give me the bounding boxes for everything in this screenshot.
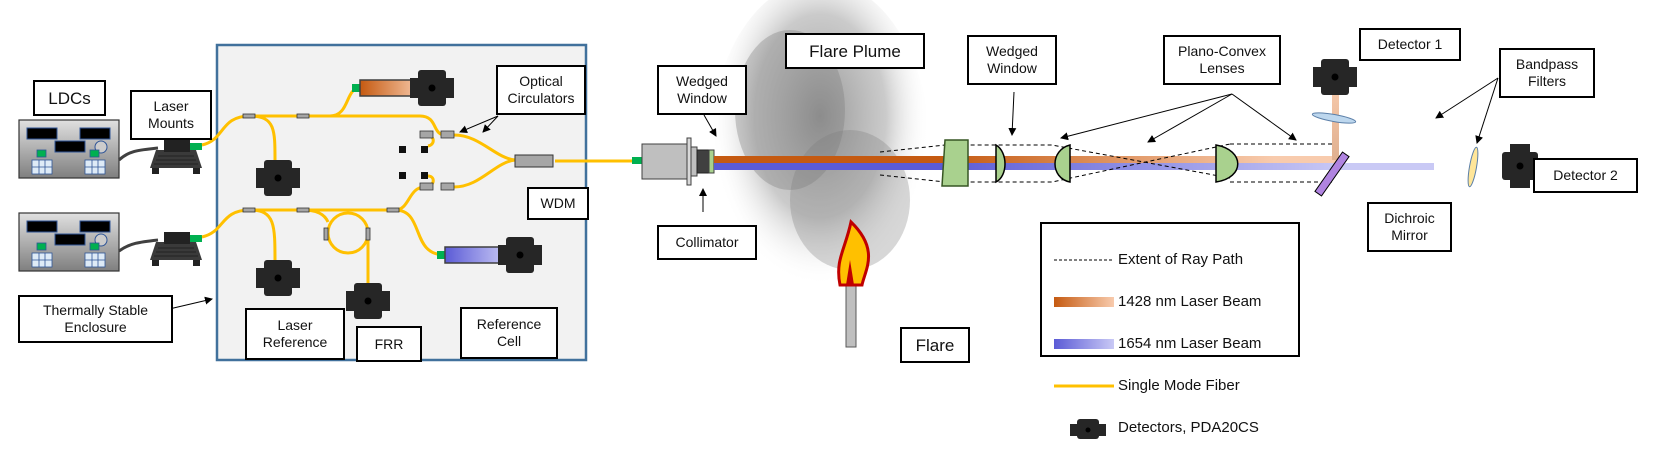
reference-cell <box>444 246 508 264</box>
plano-convex-lens-2 <box>1054 144 1071 183</box>
ray-path-extent <box>879 143 1335 183</box>
label-frr: FRR <box>356 326 422 362</box>
dashed-line-icon <box>1054 259 1114 261</box>
label-ldcs: LDCs <box>33 80 106 116</box>
label-detector-2: Detector 2 <box>1533 158 1638 193</box>
label-detector-1: Detector 1 <box>1359 28 1461 61</box>
label-thermally-stable-enclosure: Thermally Stable Enclosure <box>18 295 173 343</box>
legend-item-1654: 1654 nm Laser Beam <box>1042 333 1298 358</box>
legend-label: Detectors, PDA20CS <box>1118 419 1259 436</box>
beam-1428-swatch-icon <box>1054 297 1114 307</box>
label-flare: Flare <box>900 327 970 363</box>
legend-item-detector: Detectors, PDA20CS <box>1042 417 1298 442</box>
legend-label: Extent of Ray Path <box>1118 251 1244 268</box>
legend-label: 1654 nm Laser Beam <box>1118 335 1262 352</box>
optical-circulators <box>419 130 455 191</box>
laser-mount-1 <box>149 139 203 175</box>
legend: Extent of Ray Path 1428 nm Laser Beam 16… <box>1040 222 1300 439</box>
label-flare-plume: Flare Plume <box>785 33 925 69</box>
wedged-window-2 <box>941 139 969 187</box>
laser-diode-controller-1 <box>18 119 120 179</box>
wdm-component <box>514 154 554 168</box>
fiber-terminators <box>399 146 428 179</box>
label-plano-convex-lenses: Plano-Convex Lenses <box>1163 35 1281 85</box>
laser-mount-2 <box>149 231 203 267</box>
beam-1654 <box>714 163 944 170</box>
bandpass-filter-2 <box>1467 146 1479 188</box>
label-collimator: Collimator <box>657 225 757 260</box>
legend-label: 1428 nm Laser Beam <box>1118 293 1262 310</box>
laser-diode-controller-2 <box>18 212 120 272</box>
wedged-window-1 <box>708 149 715 174</box>
label-wedged-window-1: Wedged Window <box>657 65 747 115</box>
dichroic-mirror <box>1314 151 1350 197</box>
tdlas-setup-diagram: LDCs Laser Mounts Thermally Stable Enclo… <box>18 0 1638 439</box>
label-laser-mounts: Laser Mounts <box>130 90 212 140</box>
bandpass-filter-1 <box>1311 112 1357 124</box>
cable-2 <box>118 238 159 253</box>
label-dichroic-mirror: Dichroic Mirror <box>1367 202 1452 252</box>
fiber-line-icon <box>1054 384 1114 388</box>
flare-stack <box>845 284 857 348</box>
detector-1 <box>1313 59 1357 95</box>
legend-item-fiber: Single Mode Fiber <box>1042 375 1298 400</box>
label-wedged-window-2: Wedged Window <box>967 35 1057 85</box>
fiber-couplers <box>242 113 400 241</box>
detector-icon <box>1070 419 1106 439</box>
legend-item-ray-path: Extent of Ray Path <box>1042 249 1298 274</box>
plano-convex-lens-1 <box>995 143 1006 184</box>
cable-1 <box>117 146 159 162</box>
plano-convex-lens-3 <box>1215 144 1239 183</box>
label-optical-circulators: Optical Circulators <box>496 65 586 115</box>
label-bandpass-filters: Bandpass Filters <box>1499 48 1595 98</box>
beam-1654-swatch-icon <box>1054 339 1114 349</box>
label-reference-cell: Reference Cell <box>460 307 558 359</box>
legend-item-1428: 1428 nm Laser Beam <box>1042 291 1298 316</box>
label-wdm: WDM <box>527 187 589 220</box>
beam-1428 <box>714 156 944 163</box>
label-laser-reference: Laser Reference <box>245 308 345 360</box>
collimator <box>641 143 688 180</box>
legend-label: Single Mode Fiber <box>1118 377 1240 394</box>
